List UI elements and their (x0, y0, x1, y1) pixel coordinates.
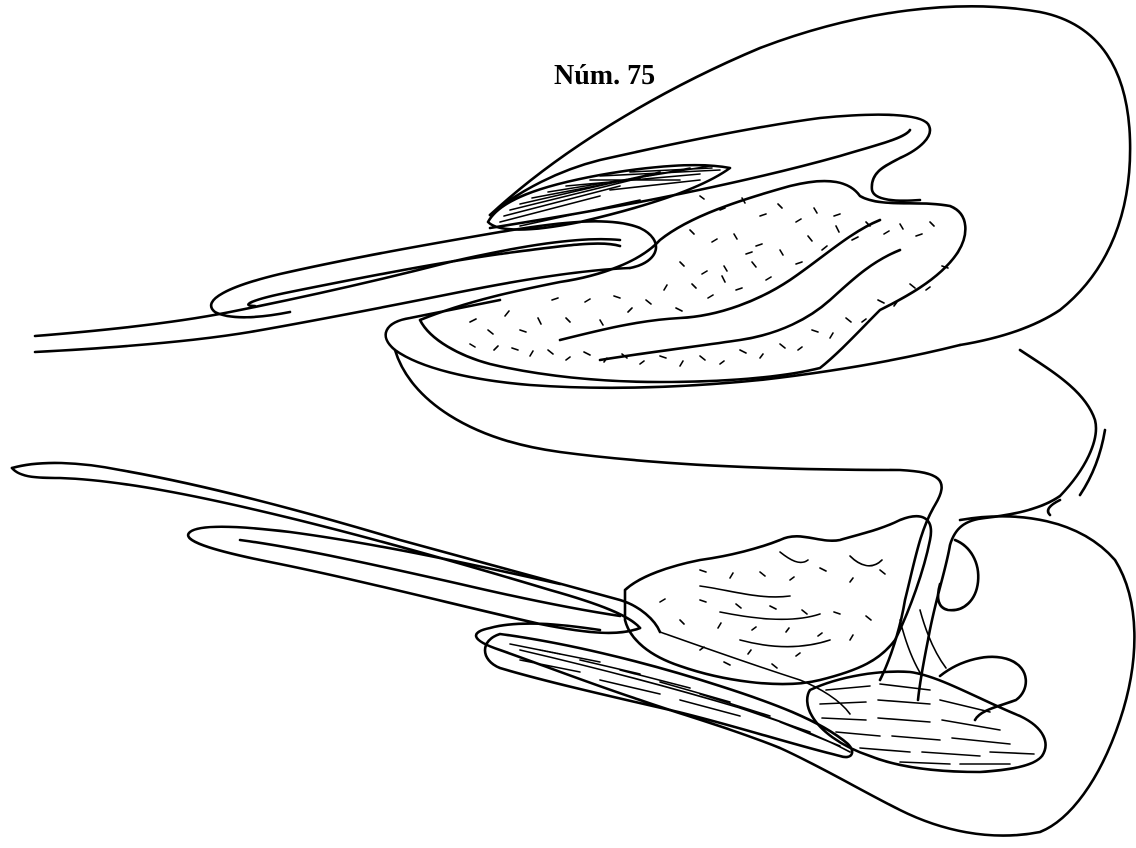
figure-number-label: Núm. 75 (554, 60, 655, 92)
lower-outer-hook (476, 516, 1134, 835)
upper-gland-hatching (500, 166, 720, 226)
upper-inner-ridge-2 (600, 250, 900, 360)
upper-tube-bottom (490, 130, 910, 228)
upper-lower-lip (386, 300, 960, 388)
lower-central-mass (625, 516, 931, 684)
stalk-right-edge (918, 350, 1096, 700)
lower-structure (12, 463, 1134, 836)
upper-long-duct-bottom (35, 268, 630, 352)
upper-outer-envelope (490, 6, 1130, 345)
stalk-outer-right (1048, 430, 1105, 515)
lower-speckle-texture (660, 568, 885, 668)
lower-loop-inner (240, 540, 620, 616)
connecting-stalk (395, 350, 1105, 700)
stalk-left-edge (395, 350, 942, 680)
lower-blade (485, 634, 852, 757)
upper-mass-outline (420, 181, 965, 382)
